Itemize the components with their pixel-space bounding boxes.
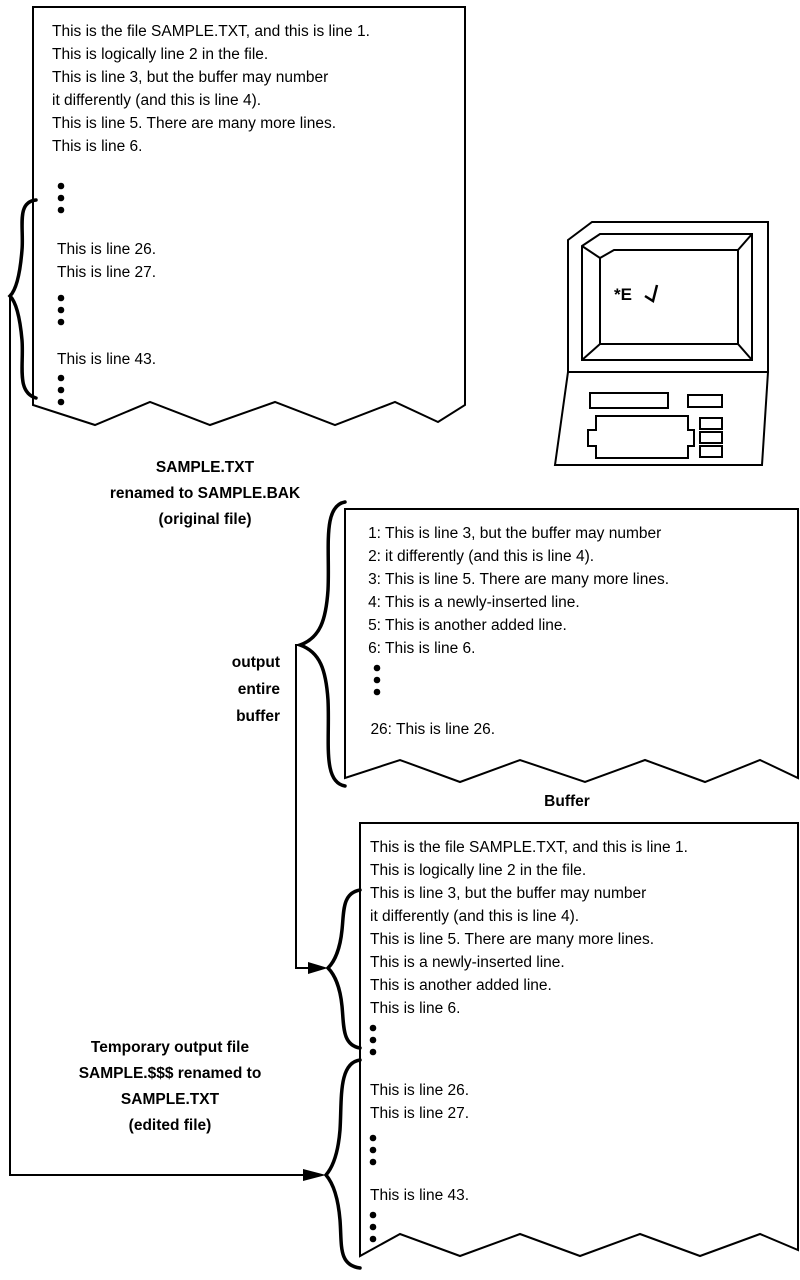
buffer-document: 1: This is line 3, but the buffer may nu…	[344, 508, 799, 784]
buffer-line-6: This is line 6.	[385, 640, 475, 657]
buffer-num-1: 1:	[368, 525, 381, 542]
edited-line-43: This is line 43.	[370, 1187, 469, 1204]
connector-lines	[9, 296, 316, 1176]
output-label-line-2: entire	[238, 681, 281, 698]
ellipsis-dots	[57, 294, 65, 326]
arrow-to-edited-lower	[303, 1169, 326, 1181]
output-label-line-1: output	[232, 654, 280, 671]
edited-line-26: This is line 26.	[370, 1082, 469, 1099]
buffer-num-3: 3:	[368, 571, 381, 588]
buffer-brace	[294, 500, 347, 788]
ellipsis-dots	[369, 1134, 377, 1166]
edited-line-5: This is line 5. There are many more line…	[370, 931, 654, 948]
caption-temporary-output: Temporary output file	[91, 1039, 250, 1056]
arrowheads	[303, 962, 328, 1181]
original-caption: SAMPLE.TXT renamed to SAMPLE.BAK (origin…	[110, 459, 301, 528]
edited-line-4: it differently (and this is line 4).	[370, 908, 579, 925]
return-key-icon	[644, 284, 659, 303]
original-line-4: it differently (and this is line 4).	[52, 92, 261, 109]
edited-line-6: This is line 6.	[370, 1000, 460, 1017]
original-line-6: This is line 6.	[52, 138, 142, 155]
buffer-to-edited-connector	[295, 644, 316, 969]
buffer-line-2: it differently (and this is line 4).	[385, 548, 594, 565]
buffer-num-4: 4:	[368, 594, 381, 611]
edited-file-outline	[359, 822, 799, 1258]
ellipsis-dots	[369, 1024, 377, 1056]
original-file-document: This is the file SAMPLE.TXT, and this is…	[32, 6, 466, 427]
buffer-num-5: 5:	[368, 617, 381, 634]
edited-line-27: This is line 27.	[370, 1105, 469, 1122]
edited-caption: Temporary output file SAMPLE.$$$ renamed…	[79, 1039, 262, 1134]
original-line-1: This is the file SAMPLE.TXT, and this is…	[52, 23, 370, 40]
output-label: output entire buffer	[232, 654, 281, 725]
original-line-43: This is line 43.	[57, 351, 156, 368]
ellipsis-dots	[57, 374, 65, 406]
original-file-outline	[32, 6, 466, 427]
original-line-27: This is line 27.	[57, 264, 156, 281]
arrow-to-edited-upper	[308, 962, 328, 974]
original-line-5: This is line 5. There are many more line…	[52, 115, 336, 132]
original-line-2: This is logically line 2 in the file.	[52, 46, 268, 63]
buffer-line-5: This is another added line.	[385, 617, 567, 634]
original-to-edited-connector	[9, 296, 305, 1176]
ellipsis-dots	[57, 182, 65, 214]
ellipsis-dots	[369, 1211, 377, 1243]
edited-lower-brace	[323, 1058, 362, 1270]
buffer-line-26: This is line 26.	[396, 721, 495, 738]
caption-renamed-to-bak: renamed to SAMPLE.BAK	[110, 485, 301, 502]
buffer-line-4: This is a newly-inserted line.	[385, 594, 580, 611]
terminal-command: *E	[614, 285, 632, 304]
edited-file-document: This is the file SAMPLE.TXT, and this is…	[359, 822, 799, 1258]
ellipsis-dots	[373, 664, 381, 696]
original-line-26: This is line 26.	[57, 241, 156, 258]
edited-upper-brace	[325, 888, 362, 1050]
computer-terminal-icon	[553, 221, 770, 466]
output-label-line-3: buffer	[236, 708, 280, 725]
buffer-outline	[344, 508, 799, 784]
edited-line-added: This is another added line.	[370, 977, 552, 994]
caption-edited-name: SAMPLE.TXT	[121, 1091, 220, 1108]
edited-line-1: This is the file SAMPLE.TXT, and this is…	[370, 839, 688, 856]
buffer-caption: Buffer	[544, 793, 590, 810]
caption-renamed-to: SAMPLE.$$$ renamed to	[79, 1065, 262, 1082]
buffer-line-1: This is line 3, but the buffer may numbe…	[385, 525, 661, 542]
buffer-num-6: 6:	[368, 640, 381, 657]
edited-line-inserted: This is a newly-inserted line.	[370, 954, 565, 971]
edited-line-3: This is line 3, but the buffer may numbe…	[370, 885, 646, 902]
edited-line-2: This is logically line 2 in the file.	[370, 862, 586, 879]
buffer-num-2: 2:	[368, 548, 381, 565]
caption-original-file: (original file)	[159, 511, 252, 528]
buffer-num-26: 26:	[370, 721, 392, 738]
caption-edited-file: (edited file)	[129, 1117, 212, 1134]
buffer-line-3: This is line 5. There are many more line…	[385, 571, 669, 588]
original-line-3: This is line 3, but the buffer may numbe…	[52, 69, 328, 86]
caption-original-name: SAMPLE.TXT	[156, 459, 255, 476]
